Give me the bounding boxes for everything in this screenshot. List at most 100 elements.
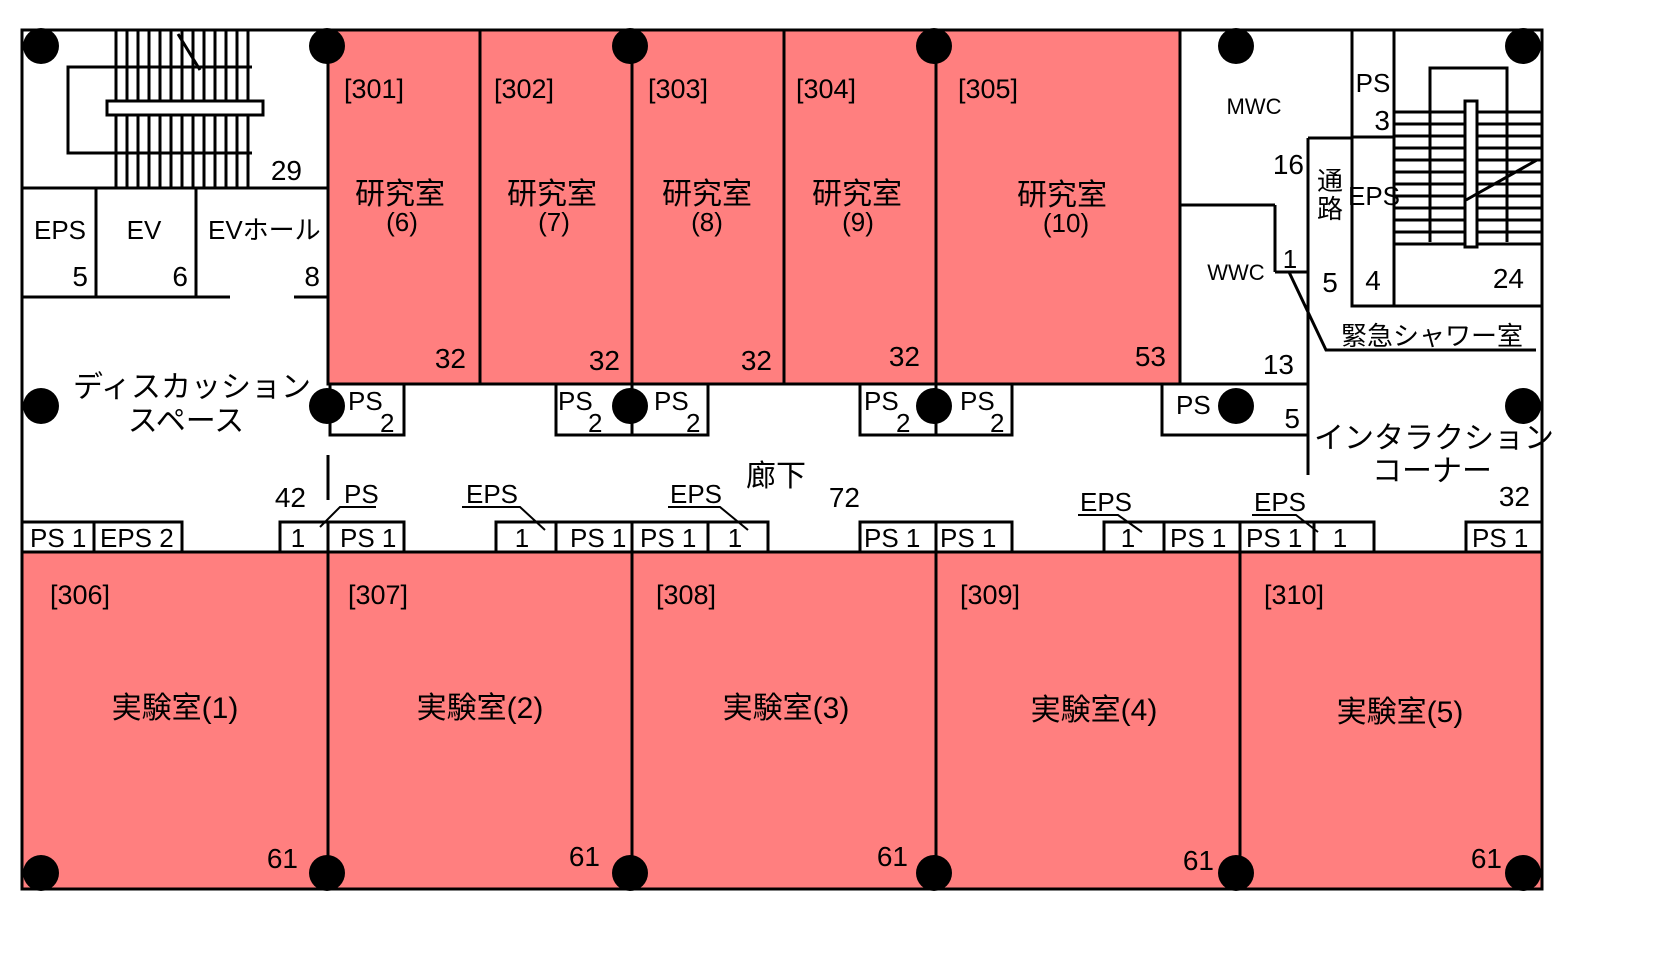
stair-east-area: 24 — [1493, 263, 1524, 294]
columns — [23, 28, 1541, 891]
ps-sub: 2 — [380, 408, 394, 438]
eps-callout-label: EPS — [670, 479, 722, 509]
room-name-308: 実験室(3) — [723, 692, 850, 725]
room-id-304: [304] — [796, 74, 856, 104]
wwc-label: WWC — [1207, 260, 1265, 285]
column — [23, 855, 59, 891]
discussion-label-2: スペース — [128, 405, 244, 438]
room-sub-305: (10) — [1043, 208, 1089, 238]
ps-label: PS — [558, 386, 593, 416]
room-area-303: 32 — [741, 345, 772, 376]
eps-callout-label: EPS — [1080, 487, 1132, 517]
column — [309, 855, 345, 891]
interaction-label-2: コーナー — [1372, 455, 1492, 488]
room-id-309: [309] — [960, 580, 1020, 610]
room-name-309: 実験室(4) — [1031, 694, 1158, 727]
room-302-fill[interactable] — [478, 28, 634, 386]
room-name-301: 研究室 — [355, 178, 445, 211]
area-16: 16 — [1273, 149, 1304, 180]
shaft-1-label: 1 — [1121, 523, 1135, 553]
interaction-area: 32 — [1499, 481, 1530, 512]
ps1-label: PS 1 — [570, 523, 626, 553]
passage-label-2: 路 — [1317, 194, 1343, 224]
ps1-label: PS 1 — [640, 523, 696, 553]
lab-labels: [301] 研究室 (6) 32 [302] 研究室 (7) 32 [303] … — [344, 74, 1166, 376]
column — [23, 388, 59, 424]
shaft-1-label: 1 — [291, 523, 305, 553]
discussion-area: 42 — [275, 482, 306, 513]
room-area-301: 32 — [435, 343, 466, 374]
room-id-303: [303] — [648, 74, 708, 104]
ps1-label: PS 1 — [864, 523, 920, 553]
ps-callout-label: PS — [344, 479, 379, 509]
room-sub-301: (6) — [386, 207, 418, 237]
ps-sub: 2 — [686, 408, 700, 438]
room-area-310: 61 — [1471, 843, 1502, 874]
room-id-306: [306] — [50, 580, 110, 610]
ps3-area: 3 — [1374, 105, 1390, 136]
room-sub-303: (8) — [691, 207, 723, 237]
exp-labels: [306] 実験室(1) 61 [307] 実験室(2) 61 [308] 実験… — [50, 580, 1502, 876]
ps1-label: PS 1 — [940, 523, 996, 553]
room-id-305: [305] — [958, 74, 1018, 104]
room-name-303: 研究室 — [662, 178, 752, 211]
corridor-area: 72 — [829, 482, 860, 513]
corridor-label: 廊下 — [746, 460, 806, 493]
ps1-label: PS 1 — [1472, 523, 1528, 553]
area-1: 1 — [1283, 244, 1297, 274]
ps1-label: PS 1 — [340, 523, 396, 553]
interaction-label-1: インタラクション — [1314, 422, 1554, 455]
room-301-fill[interactable] — [326, 28, 482, 386]
corridor-labels: 廊下 72 — [746, 460, 860, 513]
room-area-307: 61 — [569, 841, 600, 872]
column — [1218, 28, 1254, 64]
column — [309, 28, 345, 64]
room-310-fill[interactable] — [1238, 550, 1544, 891]
room-306-fill[interactable] — [20, 550, 330, 891]
column — [612, 388, 648, 424]
column — [916, 855, 952, 891]
room-id-310: [310] — [1264, 580, 1324, 610]
eps-east-label: EPS — [1348, 181, 1400, 211]
wc-area: 13 — [1263, 349, 1294, 380]
column — [612, 855, 648, 891]
room-id-308: [308] — [656, 580, 716, 610]
eps-callout-label: EPS — [1254, 487, 1306, 517]
ev-hall-label: EVホール — [208, 215, 321, 245]
column — [23, 28, 59, 64]
room-304-fill[interactable] — [782, 28, 938, 386]
ps-label: PS — [348, 386, 383, 416]
column — [612, 28, 648, 64]
ps-label: PS — [654, 386, 689, 416]
column — [1505, 855, 1541, 891]
column — [1218, 855, 1254, 891]
ps1-label: PS 1 — [1170, 523, 1226, 553]
column — [1505, 28, 1541, 64]
room-area-306: 61 — [267, 843, 298, 874]
shaft-lower-labels: PS 1 EPS 2 1 PS PS 1 EPS 1 PS 1 PS 1 EPS… — [30, 479, 1528, 553]
room-305-fill[interactable] — [934, 28, 1182, 386]
room-308-fill[interactable] — [630, 550, 938, 891]
ps1-label: PS 1 — [1246, 523, 1302, 553]
room-area-305: 53 — [1135, 341, 1166, 372]
mwc-label: MWC — [1227, 94, 1282, 119]
stair-west — [66, 30, 265, 188]
passage-area: 5 — [1322, 267, 1338, 298]
shower-label: 緊急シャワー室 — [1341, 321, 1523, 351]
discussion-label-1: ディスカッション — [73, 371, 311, 404]
eps-east-area: 4 — [1365, 265, 1381, 296]
ps-upper-labels: PS 2 PS 2 PS 2 PS 2 PS 2 — [348, 386, 1004, 438]
shaft-1-label: 1 — [728, 523, 742, 553]
ps1-label: PS 1 — [30, 523, 86, 553]
room-name-310: 実験室(5) — [1337, 696, 1464, 729]
ps-sub: 2 — [588, 408, 602, 438]
room-area-304: 32 — [889, 341, 920, 372]
ev-label: EV — [127, 215, 162, 245]
east-core-labels: MWC WWC 13 16 1 通 路 5 PS 3 EPS 4 24 緊急シャ… — [1176, 68, 1554, 512]
ev-area: 6 — [172, 261, 188, 292]
room-name-307: 実験室(2) — [417, 692, 544, 725]
room-id-301: [301] — [344, 74, 404, 104]
room-sub-302: (7) — [538, 207, 570, 237]
room-name-305: 研究室 — [1017, 179, 1107, 212]
stair-east — [1394, 66, 1542, 249]
